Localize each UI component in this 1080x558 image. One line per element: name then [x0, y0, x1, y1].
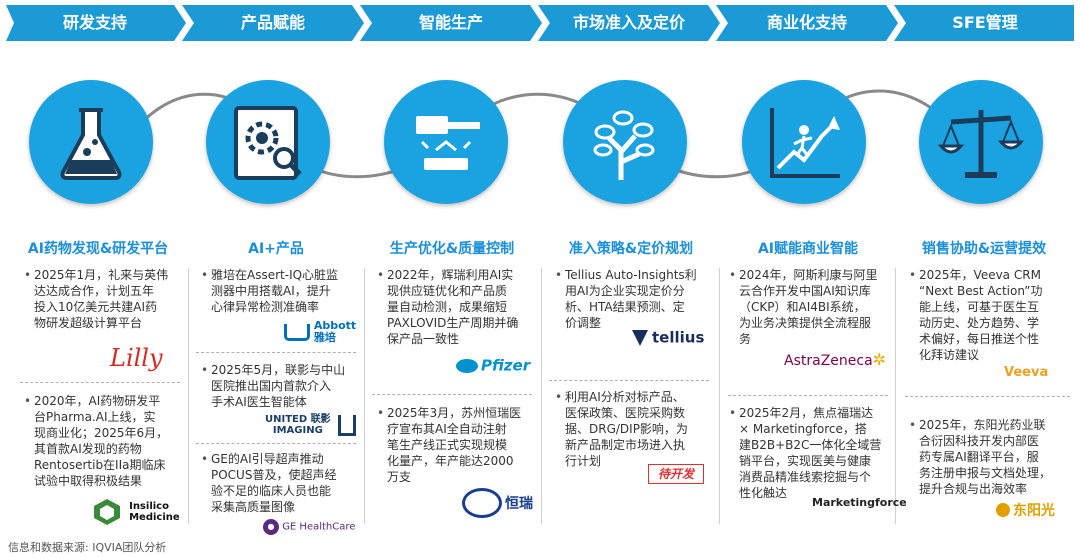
stage-chevron-bar: [6, 5, 1074, 41]
stage-title-product: 产品赋能: [240, 13, 305, 32]
marketingforce-logo: Marketingforce: [812, 496, 907, 509]
column-divider: [541, 268, 542, 524]
case-insilico: 2020年，AI药物研发平台Pharma.AI上线，实现商业化；2025年6月，…: [24, 393, 184, 489]
subtitle-rd: AI药物发现&研发平台: [27, 241, 169, 257]
tellius-mark-icon: [632, 329, 648, 346]
ge-healthcare-logo: ● GE HealthCare: [263, 519, 355, 535]
case-lilly: 2025年1月，礼来与英伟达达成合作，计划五年投入10亿美元共建AI药物研发超级…: [24, 267, 184, 331]
column-divider: [719, 268, 720, 524]
flask-icon: [29, 80, 153, 204]
case-hengrui: 2025年3月，苏州恒瑞医疗宣布其AI全自动注射笔生产线正式实现规模化量产，年产…: [377, 405, 537, 485]
hec-sun-icon: [996, 503, 1010, 517]
case-separator: [20, 382, 180, 383]
pfizer-pill-icon: [456, 358, 478, 373]
growth-chart-icon: [742, 80, 866, 204]
hec-logo: 东阳光: [996, 500, 1055, 520]
case-separator: [905, 396, 1070, 397]
case-astrazeneca: 2024年，阿斯利康与阿里云合作开发中国AI知识库（CKP）和AI4BI系统，为…: [729, 267, 893, 347]
case-separator: [196, 352, 356, 353]
gear-book-icon: [206, 80, 330, 204]
column-divider: [188, 268, 189, 524]
case-market-entry: 利用AI分析对标产品、医保政策、医院采购数据、DRG/DIP影响，为新产品制定市…: [555, 389, 715, 469]
stage-title-rd: 研发支持: [62, 13, 127, 32]
case-veeva: 2025年，Veeva CRM“Next Best Action”功能上线，可基…: [909, 267, 1069, 363]
source-note: 信息和数据来源: IQVIA团队分析: [8, 541, 167, 554]
case-separator: [549, 380, 709, 381]
case-separator: [372, 394, 532, 395]
to-be-developed-tag: 待开发: [648, 464, 704, 484]
astrazeneca-logo: AstraZeneca✲: [784, 350, 887, 369]
stage-title-commercial: 商业化支持: [766, 13, 847, 32]
case-pfizer: 2022年，辉瑞利用AI实现供应链优化和产品质量自动检测，成果缩短PAXLOVI…: [377, 267, 537, 347]
veeva-logo: Veeva: [1004, 365, 1049, 380]
hammer-icon: [384, 80, 508, 204]
stage-title-market-access: 市场准入及定价: [572, 13, 685, 32]
subtitle-commercial: AI赋能商业智能: [757, 241, 859, 257]
scale-icon: [919, 80, 1043, 204]
subtitle-product: AI+产品: [248, 241, 304, 257]
hengrui-logo: 恒瑞: [462, 488, 533, 518]
column-divider: [895, 268, 896, 524]
stage-title-manufacturing: 智能生产: [418, 13, 483, 32]
column-divider: [364, 268, 365, 524]
lilly-logo: Lilly: [110, 344, 163, 372]
tree-icon: [563, 80, 687, 204]
subtitle-manufacturing: 生产优化&质量控制: [389, 241, 515, 257]
case-tellius: Tellius Auto-Insights利用AI为企业实现定价分析、HTA结果…: [555, 267, 715, 331]
case-separator: [728, 395, 888, 396]
case-marketingforce: 2025年2月，焦点福瑞达× Marketingforce，搭建B2B+B2C一…: [729, 405, 893, 501]
hengrui-emblem-icon: [462, 488, 502, 518]
tellius-logo: tellius: [632, 328, 704, 347]
subtitle-sfe: 销售协助&运营提效: [921, 241, 1047, 257]
pfizer-logo: Pfizer: [456, 356, 530, 375]
case-separator: [196, 443, 356, 444]
stage-title-sfe: SFE管理: [952, 13, 1018, 32]
subtitle-market-access: 准入策略&定价规划: [568, 241, 694, 257]
astrazeneca-symbol-icon: ✲: [872, 350, 887, 369]
insilico-emblem-icon: [94, 499, 120, 525]
case-hec: 2025年，东阳光药业联合衍因科技开发内部医药专属AI翻译平台，服务注册申报与文…: [909, 417, 1069, 497]
ge-monogram-icon: ●: [263, 519, 279, 535]
connector-wave: [128, 89, 941, 179]
